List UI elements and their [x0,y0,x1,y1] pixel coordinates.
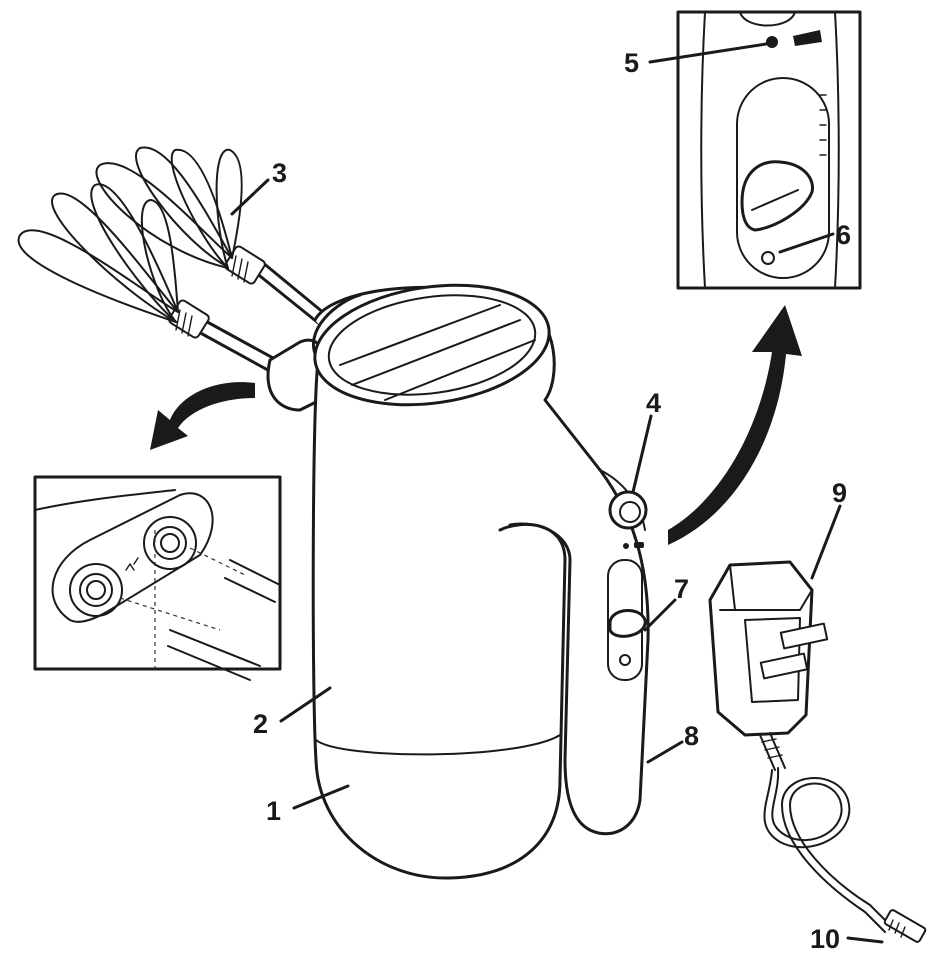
callout-6: 6 [836,220,851,250]
power-adapter [708,560,927,943]
callout-leaders [230,42,884,944]
mixer-body [266,283,650,880]
curved-arrow-up-icon [668,305,802,545]
callout-labels: 1 2 3 4 5 6 7 8 9 10 [253,48,851,954]
callout-2: 2 [253,709,268,739]
inset-beater-sockets [33,475,282,681]
curved-arrow-left-icon [150,382,255,450]
callout-9: 9 [832,478,847,508]
callout-1: 1 [266,796,281,826]
callout-8: 8 [684,721,699,751]
callout-10: 10 [810,924,840,954]
callout-4: 4 [646,388,661,418]
callout-5: 5 [624,48,639,78]
callout-7: 7 [674,574,689,604]
inset-control-panel [676,10,862,290]
callout-3: 3 [272,158,287,188]
beaters [17,146,332,382]
